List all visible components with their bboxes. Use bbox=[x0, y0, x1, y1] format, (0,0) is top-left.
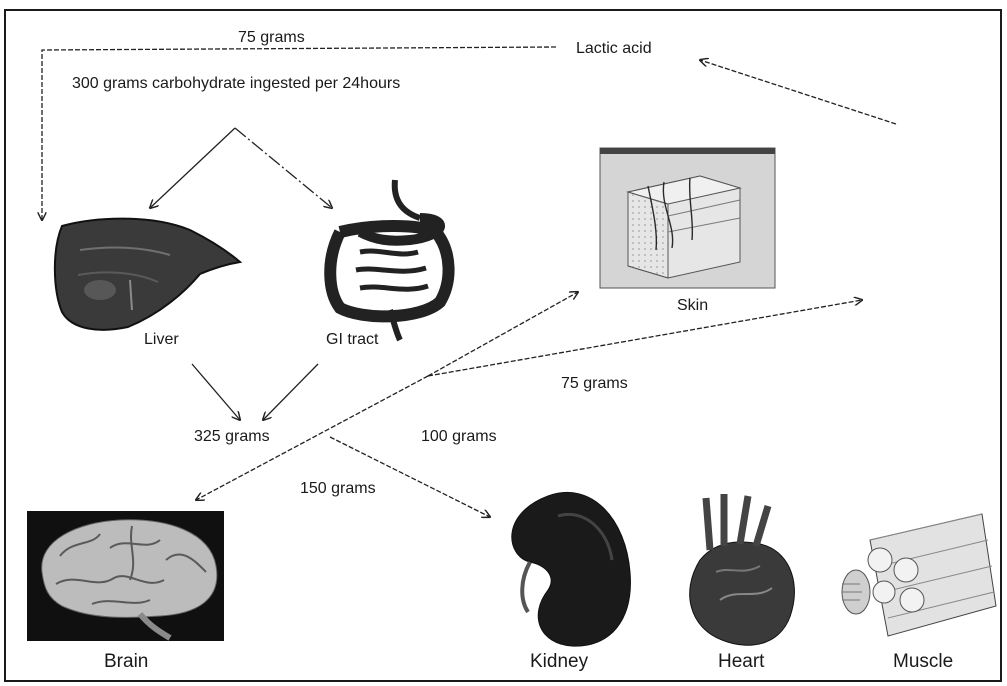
arrow-tissue-to-lactate bbox=[700, 60, 896, 124]
arrow-to-other-tissue bbox=[428, 300, 862, 376]
liver-illustration bbox=[55, 219, 240, 330]
kidney-label: Kidney bbox=[530, 651, 588, 673]
liver-label: Liver bbox=[144, 331, 179, 349]
skin-label: Skin bbox=[677, 297, 708, 315]
skin-illustration bbox=[600, 148, 775, 288]
intake-label: 300 grams carbohydrate ingested per 24ho… bbox=[72, 75, 400, 93]
gi-tract-label: GI tract bbox=[326, 331, 378, 349]
gi-tract-illustration bbox=[330, 180, 448, 340]
lactic-acid-label: Lactic acid bbox=[576, 40, 652, 58]
heart-label: Heart bbox=[718, 651, 764, 673]
skin-amount-label: 75 grams bbox=[561, 375, 628, 393]
arrow-liver-to-pool bbox=[192, 364, 240, 420]
muscle-illustration bbox=[842, 514, 996, 636]
arrow-lactate-return bbox=[42, 47, 556, 220]
arrow-intake-to-liver bbox=[150, 128, 235, 208]
arrow-to-skin bbox=[428, 292, 578, 376]
arrow-pool-to-kidney bbox=[330, 437, 490, 517]
kidney-illustration bbox=[512, 492, 631, 646]
pool-label: 325 grams bbox=[194, 428, 270, 446]
lactate-return-amount-label: 75 grams bbox=[238, 29, 305, 47]
muscle-label: Muscle bbox=[893, 651, 953, 673]
kidney-amount-label: 100 grams bbox=[421, 428, 497, 446]
brain-amount-label: 150 grams bbox=[300, 480, 376, 498]
brain-illustration bbox=[27, 511, 224, 641]
arrow-gi-to-pool bbox=[263, 364, 318, 420]
arrow-intake-to-gi bbox=[235, 128, 332, 208]
heart-illustration bbox=[690, 494, 795, 645]
brain-label: Brain bbox=[104, 651, 148, 673]
